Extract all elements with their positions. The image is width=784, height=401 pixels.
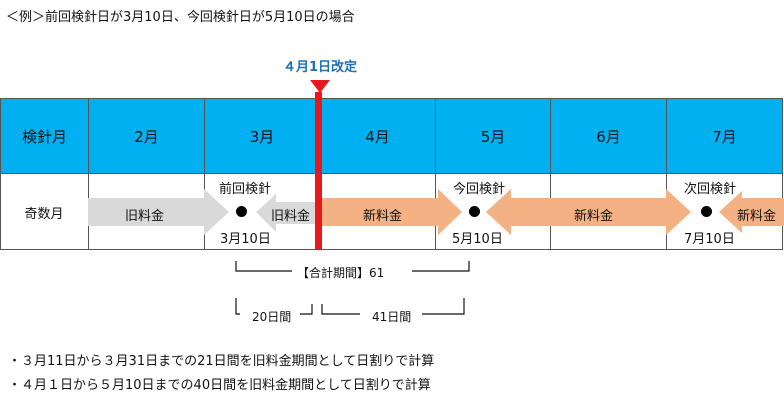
row-label: 奇数月 xyxy=(24,206,64,222)
total-bracket-right xyxy=(412,261,470,272)
new-rate-label: 新料金 xyxy=(363,209,403,224)
new-rate-arrow-2 xyxy=(486,189,691,235)
note-line: ・４月１日から５月10日までの40日間を旧料金期間として日割りで計算 xyxy=(8,378,431,393)
current-reading-date: 5月10日 xyxy=(452,232,503,247)
month-label: 3月 xyxy=(249,127,275,146)
before-bracket xyxy=(235,298,313,315)
month-header-apr: 4月 xyxy=(319,98,436,174)
new-rate-arrow-3 xyxy=(719,191,784,233)
period-brackets xyxy=(235,261,470,315)
previous-reading-label: 前回検針 xyxy=(219,182,272,197)
current-reading-label: 今回検針 xyxy=(453,182,506,197)
total-period-label: 【合計期間】61 xyxy=(297,266,385,280)
new-rate-label: 新料金 xyxy=(737,209,777,224)
month-label: 7月 xyxy=(712,127,737,146)
old-rate-arrow-2 xyxy=(256,194,316,232)
page-title: ＜例＞前回検針日が3月10日、今回検針日が5月10日の場合 xyxy=(6,10,355,25)
revision-marker-icon xyxy=(310,80,330,93)
revision-label: ４月1日改定 xyxy=(282,60,358,75)
total-bracket-left xyxy=(235,261,292,272)
month-label: 5月 xyxy=(480,127,506,146)
month-label: 6月 xyxy=(596,127,621,146)
old-rate-label: 旧料金 xyxy=(125,209,165,224)
rate-arrows xyxy=(88,189,784,235)
revision-line xyxy=(315,92,322,250)
month-label: 2月 xyxy=(134,127,159,146)
month-header-feb: 2月 xyxy=(88,98,205,174)
month-header-jul: 7月 xyxy=(666,98,783,174)
old-rate-label: 旧料金 xyxy=(271,209,311,224)
after-period-label: 41日間 xyxy=(372,310,412,324)
current-reading-dot-icon xyxy=(469,206,480,217)
row-label-cell xyxy=(0,174,89,250)
new-rate-arrow-1 xyxy=(322,189,462,235)
next-reading-label: 次回検針 xyxy=(684,182,737,197)
note-line: ・３月11日から３月31日までの21日間を旧料金期間として日割りで計算 xyxy=(8,354,435,369)
header-label: 検針月 xyxy=(21,127,67,146)
month-label: 4月 xyxy=(365,127,390,146)
month-header-may: 5月 xyxy=(435,98,551,174)
old-rate-arrow-1 xyxy=(88,189,229,235)
header-label-cell: 検針月 xyxy=(0,98,89,174)
previous-reading-dot-icon xyxy=(236,206,247,217)
new-rate-label: 新料金 xyxy=(574,209,614,224)
month-header-mar: 3月 xyxy=(204,98,320,174)
previous-reading-date: 3月10日 xyxy=(220,232,271,247)
before-period-label: 20日間 xyxy=(252,310,292,324)
month-header-jun: 6月 xyxy=(550,98,667,174)
after-bracket xyxy=(321,298,465,315)
next-reading-dot-icon xyxy=(701,206,712,217)
next-reading-date: 7月10日 xyxy=(684,232,735,247)
